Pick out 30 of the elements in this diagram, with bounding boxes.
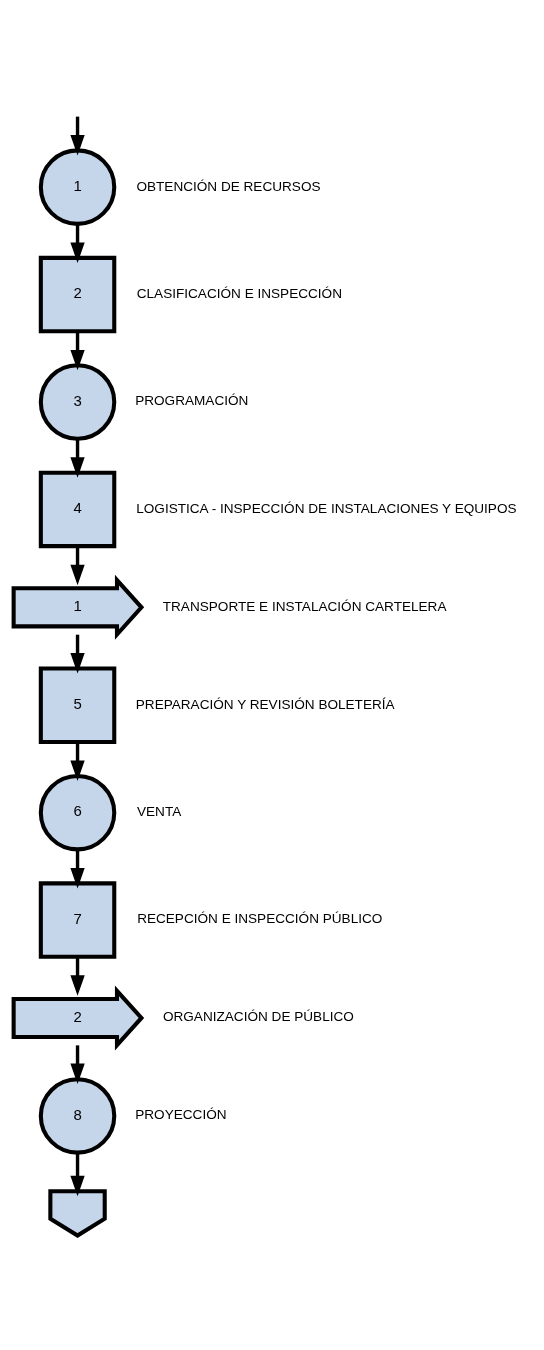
node-label: OBTENCIÓN DE RECURSOS xyxy=(136,178,321,194)
node-box: 7 xyxy=(38,880,117,959)
arrow xyxy=(70,956,85,996)
arrow xyxy=(70,634,85,673)
node-box: 5 xyxy=(38,665,117,744)
arrow xyxy=(70,1044,85,1084)
arrow xyxy=(70,545,85,585)
arrow xyxy=(70,848,85,888)
node-label: ORGANIZACIÓN DE PÚBLICO xyxy=(162,1008,354,1024)
node-circle: 3 xyxy=(38,362,117,441)
node-label: TRANSPORTE E INSTALACIÓN CARTELERA xyxy=(162,598,447,614)
arrow xyxy=(70,1152,85,1196)
arrow xyxy=(70,223,85,263)
arrow xyxy=(70,438,85,478)
node-label: VENTA xyxy=(137,803,182,819)
node-box: 2 xyxy=(38,255,117,333)
node-label: RECEPCIÓN E INSPECCIÓN PÚBLICO xyxy=(137,910,383,926)
node-label: PROYECCIÓN xyxy=(135,1106,227,1122)
arrow xyxy=(70,741,85,781)
node-circle: 6 xyxy=(38,773,117,851)
node-label: PREPARACIÓN Y REVISIÓN BOLETERÍA xyxy=(135,696,395,712)
node-label: LOGISTICA - INSPECCIÓN DE INSTALACIONES Y EQUIPOS xyxy=(136,500,517,516)
node-pentagon xyxy=(48,1188,107,1238)
node-circle: 8 xyxy=(38,1076,117,1155)
node-label: CLASIFICACIÓN E INSPECCIÓN xyxy=(136,285,342,301)
node-label: PROGRAMACIÓN xyxy=(135,392,249,408)
node-box: 4 xyxy=(38,470,117,548)
arrow xyxy=(70,116,85,155)
arrow xyxy=(70,330,85,370)
node-circle: 1 xyxy=(38,147,117,226)
